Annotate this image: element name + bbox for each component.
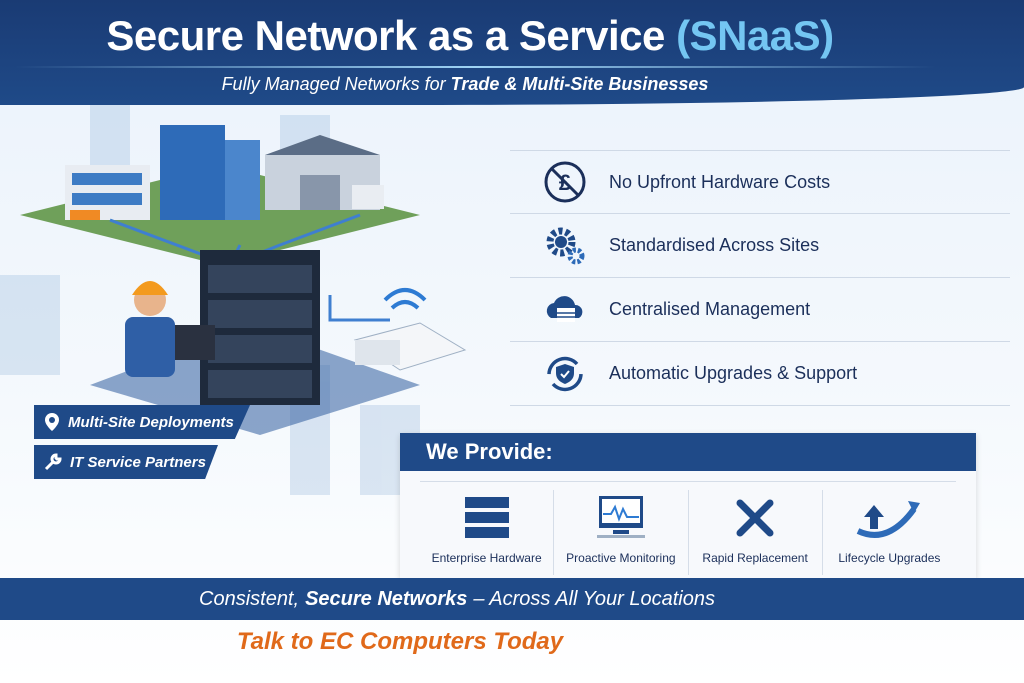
feature-label: No Upfront Hardware Costs xyxy=(609,171,831,192)
header-banner: Secure Network as a Service (SNaaS) Full… xyxy=(0,0,1024,105)
feature-item: £ No Upfront Hardware Costs xyxy=(510,150,1010,214)
tagline-text: – Across All Your Locations xyxy=(473,587,715,610)
tools-icon xyxy=(732,490,778,545)
gears-icon xyxy=(543,224,587,268)
provide-item: Rapid Replacement xyxy=(689,490,823,575)
feature-label: Centralised Management xyxy=(609,299,811,319)
we-provide-panel: We Provide: Enterprise Hardware Proactiv… xyxy=(400,433,976,578)
technician-icon xyxy=(125,281,215,377)
tagline-banner: Consistent,Secure Networks– Across All Y… xyxy=(0,578,1024,620)
divider xyxy=(15,66,935,68)
shield-refresh-icon xyxy=(543,352,587,396)
provide-item-label: Lifecycle Upgrades xyxy=(838,551,941,565)
feature-item: Centralised Management xyxy=(510,278,1010,342)
tower-building-icon xyxy=(160,125,260,220)
server-icon xyxy=(463,490,511,545)
provide-item-label: Proactive Monitoring xyxy=(566,551,676,565)
location-pin-icon xyxy=(45,413,59,431)
feature-item: Standardised Across Sites xyxy=(510,214,1010,278)
badge-multi-site: Multi-Site Deployments xyxy=(34,405,250,439)
provide-item-label: Enterprise Hardware xyxy=(431,551,542,565)
cloud-icon xyxy=(543,288,587,332)
we-provide-heading: We Provide: xyxy=(400,433,976,471)
warehouse-icon xyxy=(265,135,384,210)
badge-it-partners: IT Service Partners xyxy=(34,445,218,479)
router-icon xyxy=(353,288,467,371)
badge-label: IT Service Partners xyxy=(70,453,206,471)
tagline-text: Consistent, xyxy=(199,587,300,610)
provide-item: Lifecycle Upgrades xyxy=(823,490,956,575)
upgrade-arrow-icon xyxy=(854,490,924,545)
provide-item: Proactive Monitoring xyxy=(554,490,689,575)
no-pound-icon: £ xyxy=(543,160,587,204)
tagline-bold: Secure Networks xyxy=(305,587,468,610)
feature-item: Automatic Upgrades & Support xyxy=(510,342,1010,406)
call-to-action: Talk to EC Computers Today xyxy=(236,628,564,655)
feature-list: £ No Upfront Hardware Costs Standardised… xyxy=(510,150,1010,406)
badge-label: Multi-Site Deployments xyxy=(68,413,234,431)
feature-label: Automatic Upgrades & Support xyxy=(609,363,858,383)
monitor-icon xyxy=(595,490,647,545)
office-building-icon xyxy=(65,165,150,220)
provide-item: Enterprise Hardware xyxy=(420,490,555,575)
feature-label: Standardised Across Sites xyxy=(609,235,820,255)
server-rack-icon xyxy=(200,250,320,405)
page-subtitle: Fully Managed Networks for Trade & Multi… xyxy=(221,74,709,94)
network-illustration xyxy=(0,105,467,495)
wrench-icon xyxy=(44,453,62,471)
page-title: Secure Network as a Service (SNaaS) xyxy=(106,12,834,59)
provide-item-label: Rapid Replacement xyxy=(702,551,808,565)
